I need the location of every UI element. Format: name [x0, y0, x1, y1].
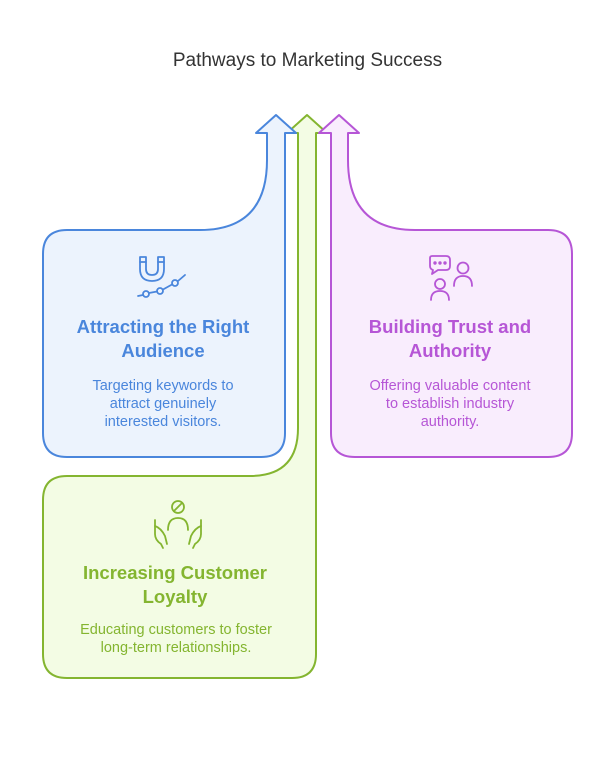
- card-desc-increasing: Educating customers to foster long-term …: [80, 622, 272, 656]
- card-desc-attracting: Targeting keywords to attract genuinely …: [92, 378, 234, 430]
- card-title-increasing: Increasing Customer Loyalty: [82, 562, 268, 607]
- card-desc-building: Offering valuable content to establish i…: [369, 378, 531, 430]
- card-title-attracting: Attracting the Right Audience: [76, 316, 250, 361]
- people-chat-icon: [426, 254, 478, 302]
- green-pathway: [42, 114, 328, 679]
- card-title-building: Building Trust and Authority: [368, 316, 532, 361]
- care-hands-icon: [151, 498, 205, 550]
- diagram-title: Pathways to Marketing Success: [172, 50, 443, 71]
- magnet-icon: [136, 253, 188, 301]
